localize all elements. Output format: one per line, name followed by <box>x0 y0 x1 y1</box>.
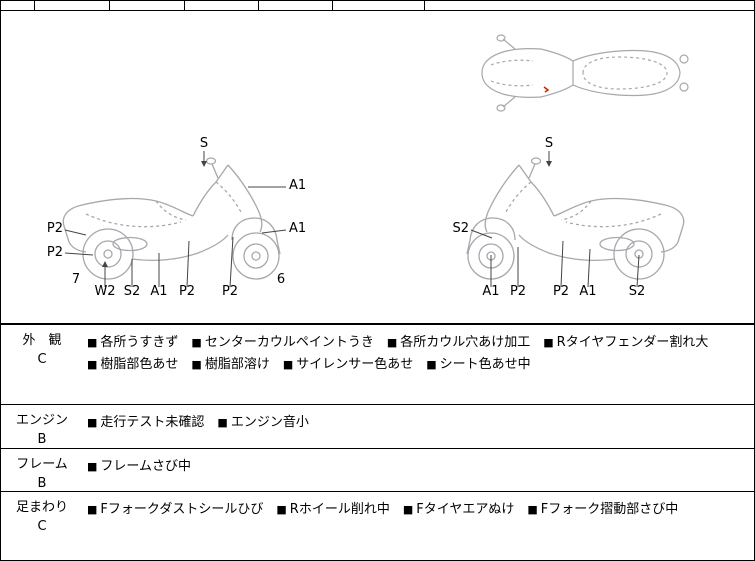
condition-items: ■フレームさび中 <box>83 449 754 491</box>
label-a1-r2: A1 <box>579 284 597 299</box>
bullet-square-icon: ■ <box>191 336 202 349</box>
top-table-strip <box>1 1 754 11</box>
label-s2-r: S2 <box>628 284 646 299</box>
condition-category-cell: 外 観 C <box>1 325 83 404</box>
bullet-square-icon: ■ <box>87 503 98 516</box>
condition-item: ■センターカウルペイントうき <box>191 335 374 350</box>
label-a1-mid: A1 <box>289 221 307 236</box>
condition-item: ■シート色あせ中 <box>426 357 531 372</box>
condition-item: ■Rホイール削れ中 <box>276 502 390 517</box>
scooter-top-view <box>481 34 689 112</box>
bullet-square-icon: ■ <box>386 336 398 349</box>
table-divider <box>109 1 110 11</box>
bullet-square-icon: ■ <box>87 358 98 371</box>
condition-category: フレーム <box>16 457 68 472</box>
condition-grade: C <box>37 519 47 534</box>
bullet-square-icon: ■ <box>276 503 287 516</box>
bullet-square-icon: ■ <box>87 336 98 349</box>
label-p2-left-top: P2 <box>46 221 63 236</box>
label-p2-r2: P2 <box>552 284 570 299</box>
label-p2-r1: P2 <box>509 284 527 299</box>
label-a1-r1: A1 <box>482 284 500 299</box>
condition-category-cell: フレーム B <box>1 449 83 491</box>
label-p2-bottom-2: P2 <box>221 284 239 299</box>
bullet-square-icon: ■ <box>426 358 437 371</box>
condition-item: ■各所うすきず <box>87 335 179 350</box>
condition-items: ■走行テスト未確認 ■エンジン音小 <box>83 405 754 448</box>
scooter-side-view-left <box>62 157 281 280</box>
condition-grade: B <box>37 432 47 447</box>
label-num-6: 6 <box>276 272 286 287</box>
label-p2-left-bottom: P2 <box>46 245 63 260</box>
condition-item: ■樹脂部溶け <box>191 357 270 372</box>
condition-item: ■Rタイヤフェンダー割れ大 <box>543 335 709 350</box>
label-num-7: 7 <box>71 272 81 287</box>
condition-item: ■フレームさび中 <box>87 459 192 474</box>
bullet-square-icon: ■ <box>87 460 98 473</box>
condition-grade: C <box>37 352 47 367</box>
bullet-square-icon: ■ <box>217 416 228 429</box>
label-mirror-right: S <box>544 136 554 151</box>
condition-item: ■Fタイヤエアぬけ <box>402 502 515 517</box>
bullet-square-icon: ■ <box>87 416 98 429</box>
bullet-square-icon: ■ <box>282 358 294 371</box>
condition-item: ■エンジン音小 <box>217 415 309 430</box>
condition-item: ■サイレンサー色あせ <box>282 357 414 372</box>
table-divider <box>184 1 185 11</box>
condition-item: ■Fフォークダストシールひび <box>87 502 264 517</box>
condition-row: 足まわり C ■Fフォークダストシールひび■Rホイール削れ中■Fタイヤエアぬけ■… <box>1 492 754 560</box>
bullet-square-icon: ■ <box>402 503 414 516</box>
vehicle-diagram-area: S A1 A1 P2 P2 7 W2 S2 A1 P2 P2 6 S S2 A1… <box>1 11 754 323</box>
condition-row: 外 観 C ■各所うすきず ■センターカウルペイントうき ■各所カウル穴あけ加工 ■R… <box>1 325 754 405</box>
condition-items: ■各所うすきず ■センターカウルペイントうき ■各所カウル穴あけ加工 ■Rタイヤフェン… <box>83 325 754 404</box>
condition-category: 足まわり <box>15 500 68 515</box>
condition-category: 外 観 <box>22 333 62 348</box>
table-divider <box>258 1 259 11</box>
condition-item: ■樹脂部色あせ <box>87 357 179 372</box>
condition-row: フレーム B ■フレームさび中 <box>1 449 754 492</box>
label-p2-bottom-1: P2 <box>178 284 196 299</box>
label-w2: W2 <box>94 284 116 299</box>
damage-mark <box>543 86 550 93</box>
label-mirror-left: S <box>199 136 209 151</box>
label-a1-bottom: A1 <box>150 284 168 299</box>
condition-item: ■走行テスト未確認 <box>87 415 205 430</box>
table-divider <box>34 1 35 11</box>
condition-category-cell: 足まわり C <box>1 492 83 560</box>
condition-table: 外 観 C ■各所うすきず ■センターカウルペイントうき ■各所カウル穴あけ加工 ■R… <box>1 323 754 560</box>
condition-items: ■Fフォークダストシールひび ■Rホイール削れ中 ■Fタイヤエアぬけ ■Fフォーク摺動… <box>83 492 754 560</box>
scooter-side-view-right <box>466 157 685 280</box>
bullet-square-icon: ■ <box>527 503 538 516</box>
bullet-square-icon: ■ <box>543 336 554 349</box>
condition-item: ■Fフォーク摺動部さび中 <box>527 502 679 517</box>
label-a1-upper: A1 <box>289 178 307 193</box>
condition-item: ■各所カウル穴あけ加工 <box>386 335 531 350</box>
table-divider <box>332 1 333 11</box>
table-divider <box>424 1 425 11</box>
condition-category: エンジン <box>15 413 68 428</box>
condition-row: エンジン B ■走行テスト未確認 ■エンジン音小 <box>1 405 754 449</box>
label-s2: S2 <box>123 284 141 299</box>
bullet-square-icon: ■ <box>191 358 202 371</box>
condition-category-cell: エンジン B <box>1 405 83 448</box>
label-s2-left: S2 <box>452 221 469 236</box>
condition-grade: B <box>37 476 47 491</box>
